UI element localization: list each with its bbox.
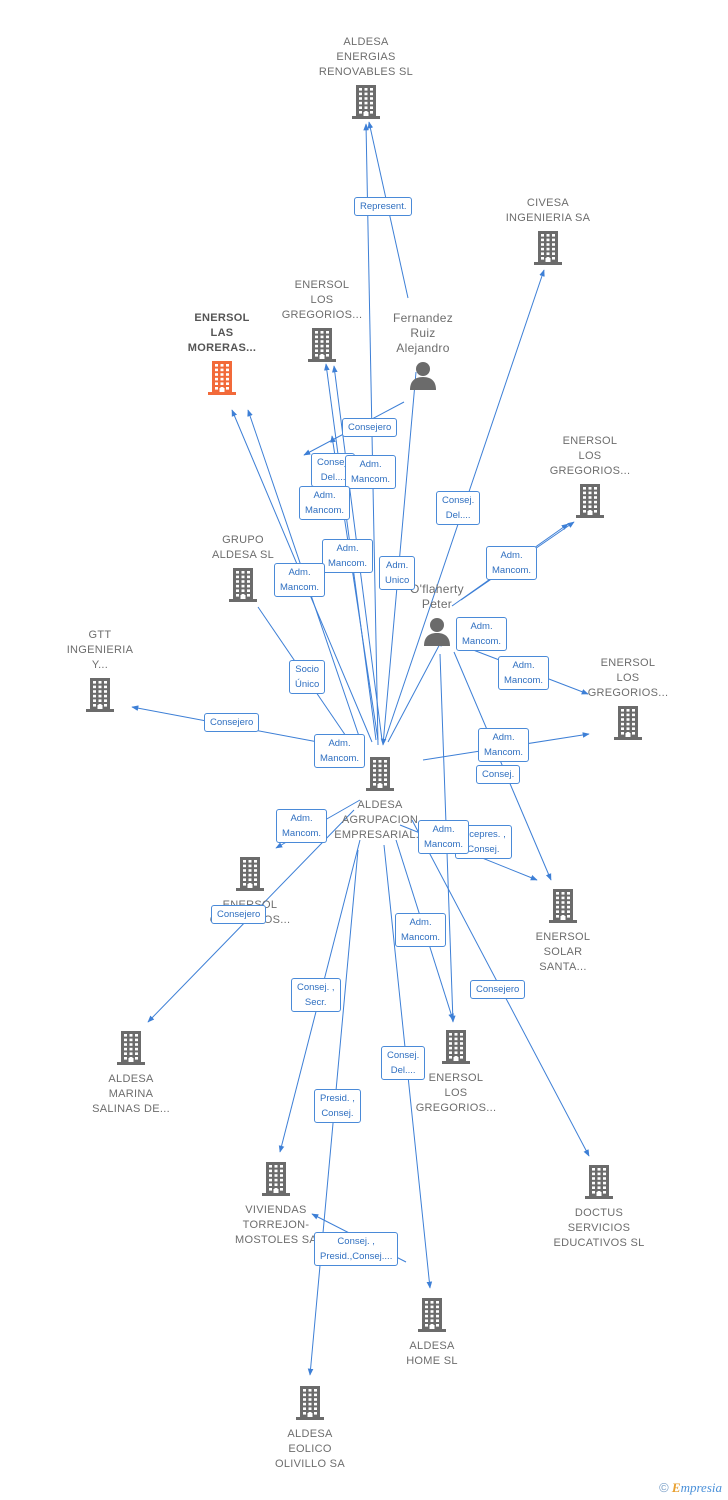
building-icon [549, 889, 577, 923]
node-enersol-los-gregorios-5[interactable]: ENERSOL LOS GREGORIOS... [396, 1025, 516, 1116]
node-label: ALDESA EOLICO OLIVILLO SA [275, 1428, 345, 1470]
node-oflaherty-peter[interactable]: O'flaherty Peter [377, 582, 497, 646]
empresia-logo: © Empresia [659, 1480, 722, 1496]
building-icon [236, 857, 264, 891]
node-label: O'flaherty Peter [410, 582, 464, 611]
edge-label-adm-mancom: Adm. Mancom. [345, 455, 397, 489]
edge-label-adm-mancom: Adm. Mancom. [478, 728, 530, 762]
building-icon [442, 1030, 470, 1064]
node-label: ENERSOL LOS GREGORIOS... [549, 435, 631, 477]
node-aldesa-energias-renovables[interactable]: ALDESA ENERGIAS RENOVABLES SL [306, 35, 426, 120]
edge-label-consejero: Consejero [204, 713, 260, 732]
node-doctus-servicios-educativos[interactable]: DOCTUS SERVICIOS EDUCATIVOS SL [539, 1160, 659, 1251]
edge-label-presid-consej: Presid. , Consej. [314, 1089, 361, 1123]
edge-label-consej-del: Consej. Del.... [381, 1046, 426, 1080]
edge-label-adm-mancom: Adm. Mancom. [274, 563, 326, 597]
building-icon [262, 1162, 290, 1196]
node-label: ALDESA AGRUPACION EMPRESARIAL... [334, 799, 426, 841]
edge-label-adm-mancom: Adm. Mancom. [498, 656, 550, 690]
building-icon [86, 678, 114, 712]
edge-label-adm-mancom: Adm. Mancom. [299, 486, 351, 520]
node-enersol-los-gregorios-2[interactable]: ENERSOL LOS GREGORIOS... [530, 434, 650, 519]
copyright-icon: © [659, 1480, 669, 1495]
node-enersol-los-gregorios-3[interactable]: ENERSOL LOS GREGORIOS... [568, 656, 688, 741]
edge-label-consej-del: Consej. Del.... [436, 491, 481, 525]
node-enersol-solar-santa[interactable]: ENERSOL SOLAR SANTA... [503, 884, 623, 975]
building-icon [117, 1031, 145, 1065]
edge-label-consejero: Consejero [211, 905, 267, 924]
edge-label-consejero: Consejero [342, 418, 398, 437]
building-icon [229, 568, 257, 602]
edge-label-socio-unico: Socio Único [289, 660, 326, 694]
building-icon [308, 328, 336, 362]
node-grupo-aldesa[interactable]: GRUPO ALDESA SL [183, 533, 303, 603]
person-icon [410, 362, 436, 390]
node-aldesa-marina-salinas[interactable]: ALDESA MARINA SALINAS DE... [71, 1026, 191, 1117]
brand-initial: E [671, 1480, 681, 1495]
node-label: Fernandez Ruiz Alejandro [392, 311, 454, 355]
edge-label-adm-unico: Adm. Unico [379, 556, 416, 590]
edge-label-adm-mancom: Adm. Mancom. [395, 913, 447, 947]
node-aldesa-eolico-olivillo[interactable]: ALDESA EOLICO OLIVILLO SA [250, 1381, 370, 1472]
node-gtt-ingenieria[interactable]: GTT INGENIERIA Y... [40, 628, 160, 713]
edge-label-adm-mancom: Adm. Mancom. [486, 546, 538, 580]
edge-label-consejero: Consejero [470, 980, 526, 999]
node-enersol-los-gregorios-1[interactable]: ENERSOL LOS GREGORIOS... [262, 278, 382, 363]
node-fernandez-ruiz-alejandro[interactable]: Fernandez Ruiz Alejandro [363, 311, 483, 390]
node-viviendas-torrejon-mostoles[interactable]: VIVIENDAS TORREJON- MOSTOLES SA [216, 1157, 336, 1248]
building-icon [418, 1298, 446, 1332]
edge-label-adm-mancom: Adm. Mancom. [322, 539, 374, 573]
building-icon [585, 1165, 613, 1199]
building-icon [352, 85, 380, 119]
node-label: CIVESA INGENIERIA SA [505, 197, 591, 224]
edge-label-represent: Represent. [354, 197, 413, 216]
node-label: GRUPO ALDESA SL [211, 534, 274, 561]
building-icon [366, 757, 394, 791]
node-label: ENERSOL LOS GREGORIOS... [281, 279, 363, 321]
node-label: ENERSOL LAS MORERAS... [187, 312, 257, 354]
node-label: VIVIENDAS TORREJON- MOSTOLES SA [235, 1204, 317, 1246]
node-label: ENERSOL LOS GREGORIOS... [415, 1072, 497, 1114]
building-icon [296, 1386, 324, 1420]
node-civesa-ingenieria[interactable]: CIVESA INGENIERIA SA [488, 196, 608, 266]
node-label: ENERSOL SOLAR SANTA... [535, 931, 591, 973]
edge-label-consej-secr: Consej. , Secr. [291, 978, 341, 1012]
edge-label-adm-mancom: Adm. Mancom. [314, 734, 366, 768]
node-label: ALDESA HOME SL [406, 1340, 458, 1367]
node-enersol-las-moreras[interactable]: ENERSOL LAS MORERAS... [162, 311, 282, 396]
building-icon [208, 361, 236, 395]
node-label: ALDESA ENERGIAS RENOVABLES SL [318, 36, 414, 78]
person-icon [424, 618, 450, 646]
node-label: DOCTUS SERVICIOS EDUCATIVOS SL [553, 1207, 645, 1249]
edge-line [387, 639, 443, 743]
building-icon [576, 484, 604, 518]
node-label: ENERSOL LOS GREGORIOS... [587, 657, 669, 699]
building-icon [534, 231, 562, 265]
edge-label-adm-mancom: Adm. Mancom. [456, 617, 508, 651]
brand-name: mpresia [680, 1480, 722, 1495]
edge-label-consej-presid: Consej. , Presid.,Consej.... [314, 1232, 399, 1266]
node-aldesa-agrupacion-empresarial[interactable]: ALDESA AGRUPACION EMPRESARIAL... [320, 752, 440, 843]
building-icon [614, 706, 642, 740]
edge-label-consej: Consej. [476, 765, 521, 784]
node-aldesa-home[interactable]: ALDESA HOME SL [372, 1293, 492, 1369]
node-label: ALDESA MARINA SALINAS DE... [92, 1073, 170, 1115]
edge-label-adm-mancom: Adm. Mancom. [276, 809, 328, 843]
edge-label-adm-mancom: Adm. Mancom. [418, 820, 470, 854]
node-label: GTT INGENIERIA Y... [66, 629, 134, 671]
